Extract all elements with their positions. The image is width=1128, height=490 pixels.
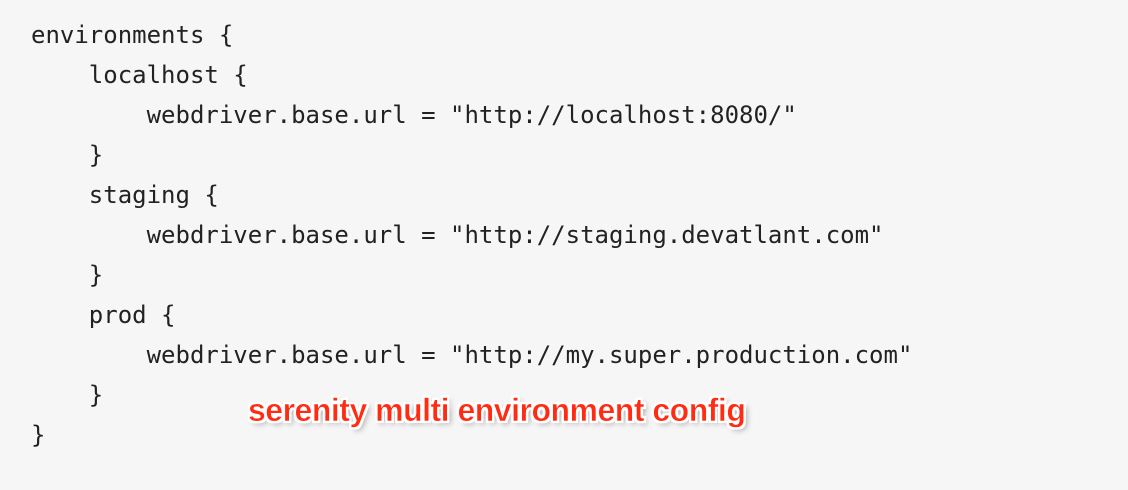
code-line-5: staging { bbox=[31, 181, 219, 209]
code-line-7: } bbox=[31, 261, 104, 289]
code-line-1: environments { bbox=[31, 21, 234, 49]
caption-overlay: serenity multi environment config bbox=[248, 392, 746, 429]
code-line-4: } bbox=[31, 141, 104, 169]
code-line-11: } bbox=[31, 421, 46, 449]
code-line-2: localhost { bbox=[31, 61, 248, 89]
code-line-8: prod { bbox=[31, 301, 176, 329]
code-line-3: webdriver.base.url = "http://localhost:8… bbox=[31, 101, 797, 129]
code-line-9: webdriver.base.url = "http://my.super.pr… bbox=[31, 341, 913, 369]
code-line-10: } bbox=[31, 381, 104, 409]
code-block: environments { localhost { webdriver.bas… bbox=[31, 15, 912, 455]
code-line-6: webdriver.base.url = "http://staging.dev… bbox=[31, 221, 884, 249]
